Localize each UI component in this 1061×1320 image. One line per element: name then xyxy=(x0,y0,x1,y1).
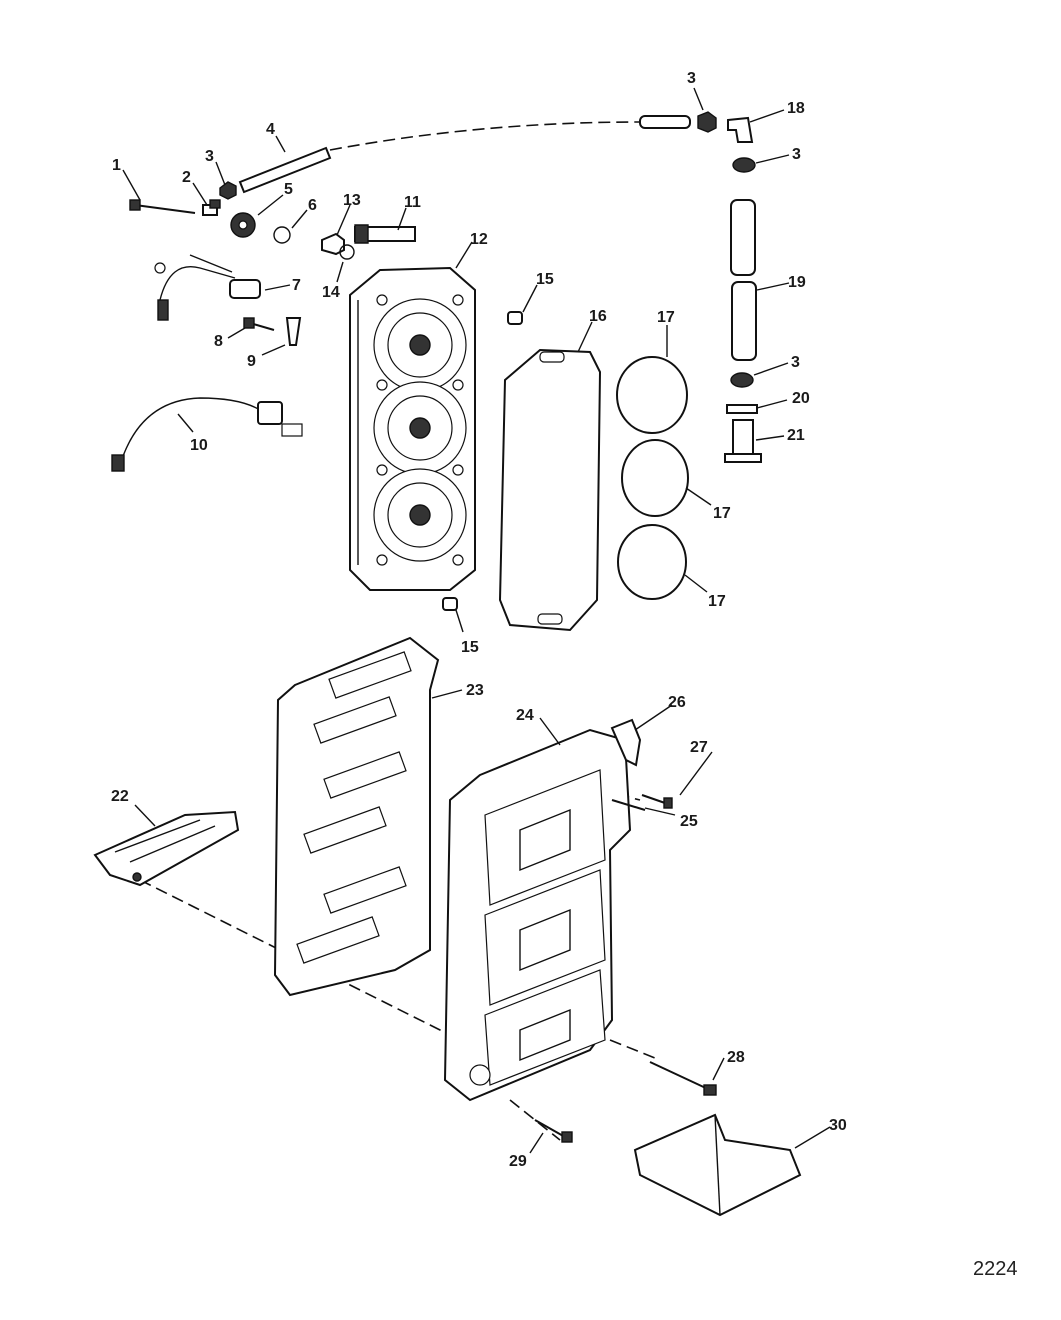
figure-number: 2224 xyxy=(973,1258,1018,1280)
hose-part-4-left xyxy=(238,146,332,194)
nut-part-3-top-right xyxy=(697,111,717,133)
callout-24: 24 xyxy=(516,707,534,724)
callout-23: 23 xyxy=(466,682,484,699)
adapter-plate-gasket-part-23 xyxy=(273,636,440,997)
bolt-part-11 xyxy=(354,224,416,244)
bolt-part-27 xyxy=(641,794,673,809)
callout-30: 30 xyxy=(829,1117,847,1134)
callout-21: 21 xyxy=(787,427,805,444)
hose-routing-dashed-line xyxy=(329,121,641,151)
intake-manifold-part-24 xyxy=(443,728,632,1102)
dowel-part-15-bottom xyxy=(442,597,458,611)
callout-17-bottom: 17 xyxy=(708,593,726,610)
dowel-part-15-top xyxy=(507,311,523,325)
reed-block-part-22 xyxy=(93,810,240,887)
callout-16: 16 xyxy=(589,308,607,325)
callout-17-top: 17 xyxy=(657,309,675,326)
callout-25: 25 xyxy=(680,813,698,830)
o-ring-part-6 xyxy=(273,226,291,244)
callout-3-upper-clamp: 3 xyxy=(792,146,801,163)
nut-part-20 xyxy=(726,404,758,414)
head-gasket-part-16 xyxy=(498,348,602,632)
o-ring-part-17-bottom xyxy=(617,524,687,600)
callout-18: 18 xyxy=(787,100,805,117)
nut-part-3-left xyxy=(219,181,237,200)
clamp-part-3-upper xyxy=(732,157,756,173)
callout-3: 3 xyxy=(205,148,214,165)
stud-part-25 xyxy=(611,799,646,811)
screw-part-1 xyxy=(129,199,196,214)
elbow-fitting-part-18 xyxy=(727,116,754,143)
callout-19: 19 xyxy=(788,274,806,291)
o-ring-part-17-middle xyxy=(621,439,689,517)
clip-part-9 xyxy=(285,317,302,346)
screw-part-29 xyxy=(534,1119,573,1143)
callout-14: 14 xyxy=(322,284,340,301)
callout-3-lower-clamp: 3 xyxy=(791,354,800,371)
callout-20: 20 xyxy=(792,390,810,407)
callout-28: 28 xyxy=(727,1049,745,1066)
sensor-cable-part-10 xyxy=(111,397,303,472)
washer-part-14 xyxy=(339,244,355,260)
callout-4: 4 xyxy=(266,121,275,138)
callout-3-top-right: 3 xyxy=(687,70,696,87)
elbow-fitting-part-2 xyxy=(202,199,221,216)
callout-15-bottom: 15 xyxy=(461,639,479,656)
wiring-harness-part-7 xyxy=(154,254,261,321)
fitting-part-21 xyxy=(724,419,762,463)
leader-lines xyxy=(122,87,831,1154)
cover-part-30 xyxy=(633,1113,802,1217)
callout-26: 26 xyxy=(668,694,686,711)
callout-17-middle: 17 xyxy=(713,505,731,522)
clamp-part-3-lower xyxy=(730,372,754,388)
callout-10: 10 xyxy=(190,437,208,454)
screw-part-8 xyxy=(243,317,275,331)
callout-22: 22 xyxy=(111,788,129,805)
bracket-part-5 xyxy=(230,212,256,238)
hose-part-19 xyxy=(730,199,757,361)
callout-12: 12 xyxy=(470,231,488,248)
o-ring-part-17-top xyxy=(616,356,688,434)
callout-13: 13 xyxy=(343,192,361,209)
callout-7: 7 xyxy=(292,277,301,294)
cylinder-head-part-12 xyxy=(349,266,476,591)
callout-15-top: 15 xyxy=(536,271,554,288)
callout-5: 5 xyxy=(284,181,293,198)
callout-1: 1 xyxy=(112,157,121,174)
callout-29: 29 xyxy=(509,1153,527,1170)
bracket-part-26 xyxy=(610,718,642,767)
callout-2: 2 xyxy=(182,169,191,186)
screw-alignment-dashed-line xyxy=(509,1099,561,1141)
callout-labels: 1 2 3 4 5 6 7 8 9 10 11 12 13 14 15 15 1… xyxy=(111,70,847,1170)
callout-27: 27 xyxy=(690,739,708,756)
bolt-alignment-dashed-line xyxy=(609,1039,661,1061)
callout-8: 8 xyxy=(214,333,223,350)
reed-block-alignment-dashed-line xyxy=(139,879,461,1041)
plug-part-13 xyxy=(321,232,345,256)
callout-6: 6 xyxy=(308,197,317,214)
callout-9: 9 xyxy=(247,353,256,370)
bolt-part-28 xyxy=(649,1061,717,1096)
callout-11: 11 xyxy=(404,194,421,211)
hose-part-4-right xyxy=(639,115,691,129)
